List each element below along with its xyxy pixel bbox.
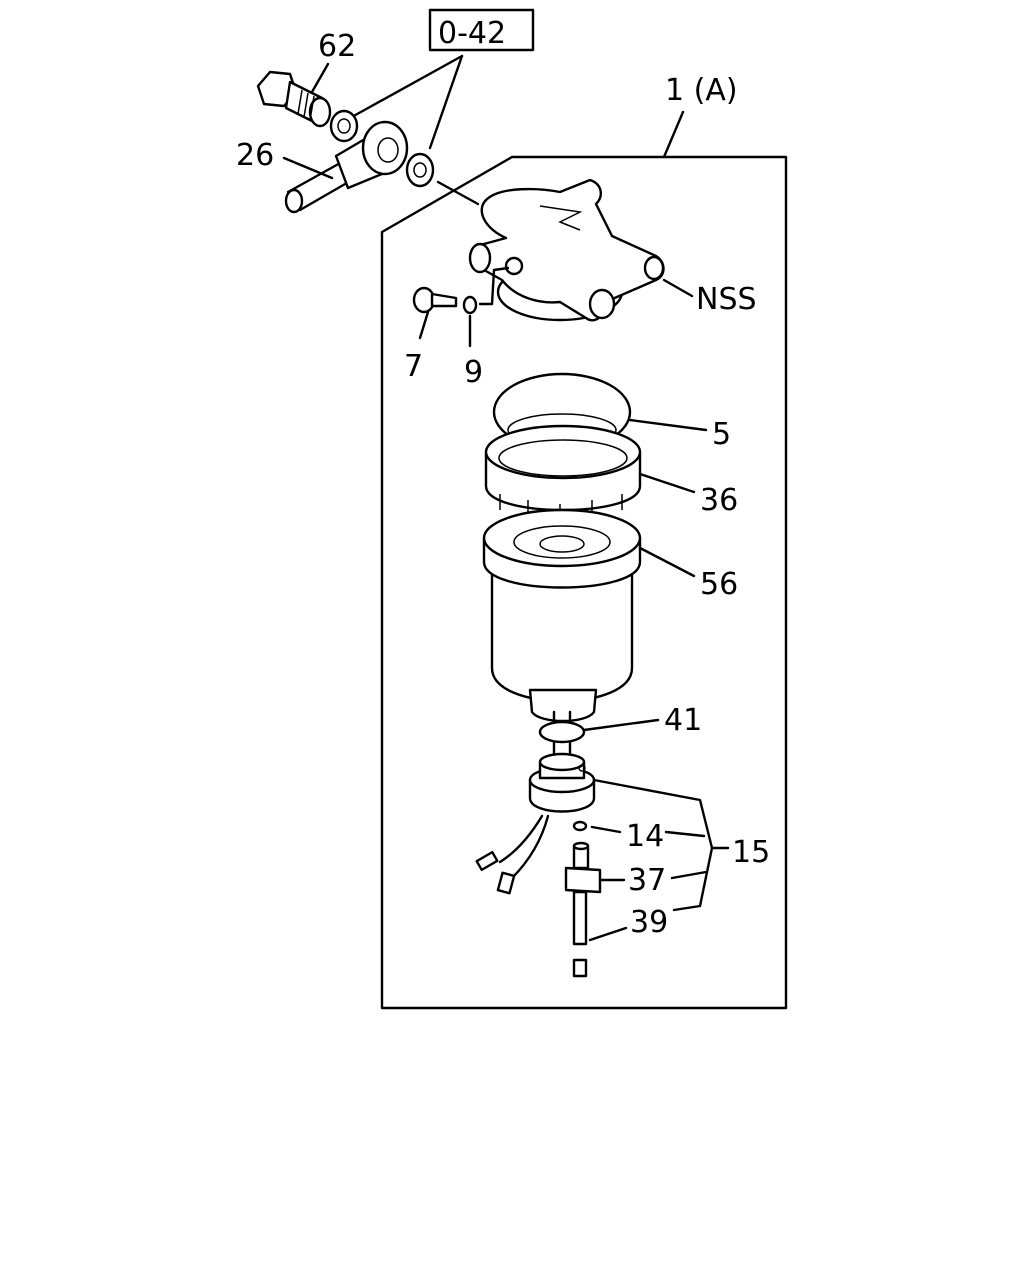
part-56-filter-element bbox=[482, 508, 642, 723]
callout-15: 15 bbox=[732, 835, 770, 870]
callout-56: 56 bbox=[700, 567, 738, 602]
assembly-frame bbox=[380, 155, 788, 1010]
part-9-gasket bbox=[462, 295, 478, 315]
callout-26: 26 bbox=[236, 138, 274, 173]
washer-upper bbox=[329, 109, 359, 143]
part-26-eye-fitting bbox=[284, 120, 409, 214]
part-39-drain-pipe bbox=[572, 890, 588, 978]
part-37-drain-cock bbox=[564, 841, 602, 894]
part-62-eye-bolt bbox=[256, 70, 332, 128]
part-14-o-ring bbox=[572, 820, 588, 832]
washer-lower bbox=[405, 152, 435, 188]
part-36-retaining-ring bbox=[484, 424, 642, 522]
callout-9: 9 bbox=[464, 355, 483, 390]
callout-39: 39 bbox=[630, 905, 668, 940]
callout-7: 7 bbox=[404, 349, 423, 384]
assembly-label: 1 (A) bbox=[665, 73, 738, 108]
callout-14: 14 bbox=[626, 819, 664, 854]
callout-62: 62 bbox=[318, 29, 356, 64]
part-15-drain-sensor bbox=[475, 752, 596, 895]
filter-head bbox=[468, 178, 665, 322]
part-41-o-ring bbox=[538, 720, 586, 744]
callout-36: 36 bbox=[700, 483, 738, 518]
callout-37: 37 bbox=[628, 863, 666, 898]
reference-box bbox=[428, 8, 535, 52]
callout-nss: NSS bbox=[696, 282, 757, 317]
callout-41: 41 bbox=[664, 703, 702, 738]
callout-5: 5 bbox=[712, 417, 731, 452]
reference-box-label: 0-42 bbox=[438, 16, 506, 51]
part-7-screw bbox=[412, 286, 458, 314]
